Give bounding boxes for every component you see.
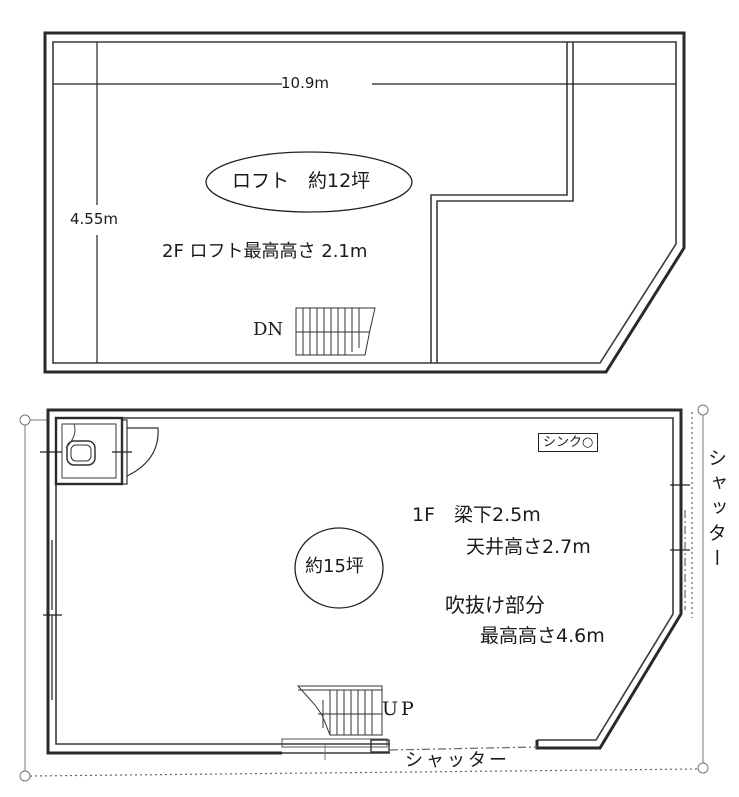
first-floor-area-ellipse: [294, 527, 384, 609]
loft-partition: [430, 42, 574, 363]
loft-area-ellipse: [205, 151, 413, 213]
first-floor-area-label: 約15坪: [305, 556, 364, 577]
loft-dimension-lines: [53, 42, 676, 363]
first-floor-walls: [46, 408, 683, 760]
window-marks: [43, 484, 690, 700]
loft-height-note: 2F ロフト最高高さ 2.1m: [162, 241, 368, 262]
first-floor-stair-icon: [296, 685, 383, 736]
first-floor-stair-up-label: UP: [382, 698, 417, 720]
loft-stair-icon: [295, 307, 376, 356]
shutter-front-label: シャッター: [405, 750, 510, 771]
loft-stair-down-label: DN: [253, 319, 284, 340]
floor-beam-height-label: 1F 梁下2.5m: [412, 504, 541, 526]
atrium-label: 吹抜け部分: [445, 593, 545, 617]
first-floor-grid-lines: [19, 404, 709, 782]
loft-walls: [43, 31, 686, 374]
shutter-lines: [389, 412, 693, 751]
toilet-room: [40, 416, 159, 486]
max-height-label: 最高高さ4.6m: [480, 625, 605, 647]
sink-label: シンク○: [538, 433, 599, 452]
loft-area-label: ロフト 約12坪: [232, 170, 371, 192]
loft-depth-dimension: 4.55m: [70, 210, 119, 228]
toilet-icon: [66, 440, 96, 466]
loft-width-dimension: 10.9m: [281, 74, 330, 92]
ceiling-height-label: 天井高さ2.7m: [466, 536, 591, 558]
shutter-side-label: シャッター: [705, 448, 727, 573]
